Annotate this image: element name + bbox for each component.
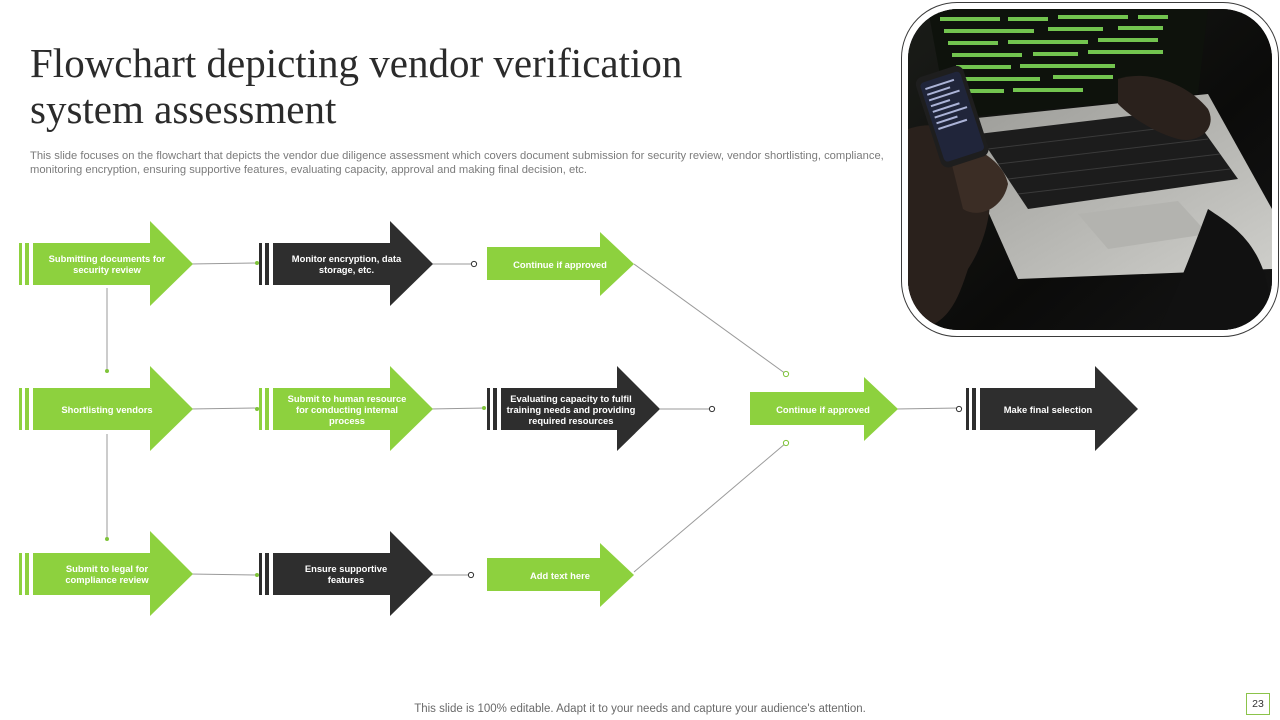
footer-note: This slide is 100% editable. Adapt it to… (414, 703, 866, 715)
connector-dot (105, 537, 109, 541)
connector-dot (482, 406, 486, 410)
connector-dots (105, 260, 963, 579)
arrow-row3-step2 (259, 531, 433, 616)
arrow-label: Continue if approved (513, 258, 607, 270)
arrow-row3-step3 (487, 543, 634, 607)
arrow-label: Evaluating capacity to fulfil training n… (506, 392, 636, 426)
arrow-label: Monitor encryption, data storage, etc. (291, 253, 402, 275)
connector-line (189, 407, 260, 410)
arrow-label: Continue if approved (776, 403, 870, 415)
laptop-phone-photo-icon (908, 9, 1272, 330)
arrow-row2-step2 (259, 366, 433, 451)
connector-dot (105, 369, 109, 373)
arrow-label: Add text here (530, 569, 590, 581)
arrow-row2-step1 (19, 366, 193, 451)
arrow-row2-step3 (487, 366, 660, 451)
connector-dot (782, 370, 790, 378)
connector-dot (255, 261, 259, 265)
arrow-label: Submit to legal for compliance review (65, 563, 149, 585)
arrow-label: Submit to human resource for conducting … (287, 392, 407, 426)
connector-line (633, 442, 787, 573)
arrow-row1-step2 (259, 221, 433, 306)
arrow-row1-step1 (19, 221, 193, 306)
connector-line (633, 263, 787, 375)
arrow-row1-step3 (487, 232, 634, 296)
arrow-label: Make final selection (1003, 403, 1093, 415)
connector-dot (255, 573, 259, 577)
arrow-label: Shortlisting vendors (61, 403, 153, 415)
connector-line (429, 407, 486, 410)
arrow-label: Submitting documents for security review (48, 253, 166, 275)
page-title: Flowchart depicting vendor verification … (30, 40, 683, 132)
page-subtitle: This slide focuses on the flowchart that… (30, 150, 884, 176)
laptop-phone-photo (908, 9, 1272, 330)
connector-line (189, 262, 260, 265)
arrow-row2-step4 (750, 377, 898, 441)
connector-line (189, 573, 260, 576)
connector-dot (782, 439, 790, 447)
arrow-row3-step1 (19, 531, 193, 616)
connector-dot (467, 571, 475, 579)
connector-line (895, 407, 960, 410)
page-number: 23 (1246, 693, 1270, 715)
connector-dot (955, 405, 963, 413)
connector-dot (708, 405, 716, 413)
arrow-row2-step5 (966, 366, 1138, 451)
connector-dot (255, 407, 259, 411)
connector-lines (106, 262, 960, 576)
connector-dot (470, 260, 478, 268)
arrow-label: Ensure supportive features (304, 563, 388, 585)
